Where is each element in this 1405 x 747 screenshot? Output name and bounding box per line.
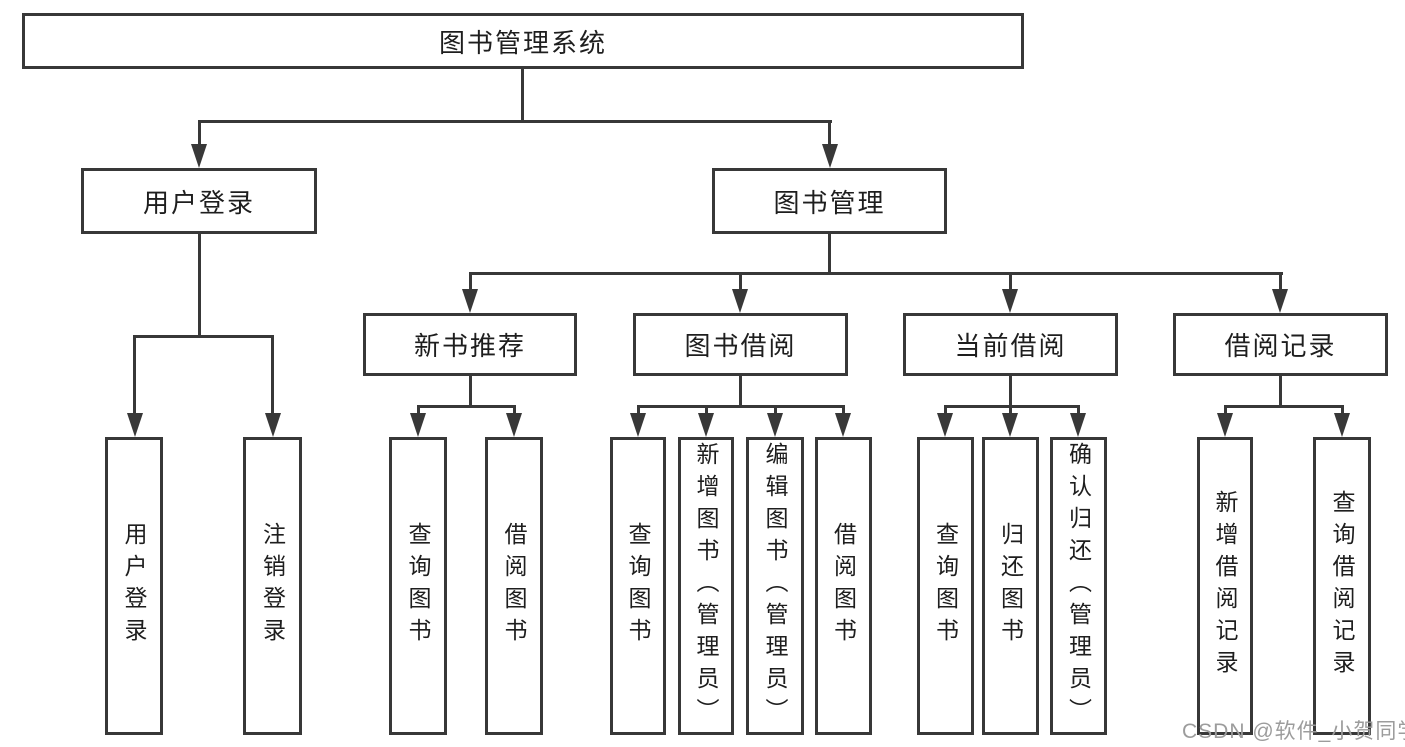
- node-user-login-label: 用户登录: [142, 187, 255, 218]
- arrowhead-down-icon: [835, 413, 851, 437]
- node-leaf-cb-return-label: 归还图书: [997, 522, 1024, 650]
- arrowhead-down-icon: [1002, 413, 1018, 437]
- node-leaf-br-add-label: 新增借阅记录: [1212, 490, 1238, 682]
- connector-borrow-records-stem: [1279, 376, 1282, 405]
- connector-current-borrow-stem: [1009, 376, 1012, 405]
- node-leaf-rec-borrow-label: 借阅图书: [501, 522, 527, 650]
- connector-user-login-stem: [198, 233, 201, 335]
- node-leaf-br-query-label: 查询借阅记录: [1329, 490, 1355, 682]
- arrowhead-down-icon: [462, 289, 478, 313]
- arrowhead-down-icon: [1217, 413, 1233, 437]
- arrowhead-down-icon: [265, 413, 281, 437]
- connector-drop-cb-query: [944, 405, 947, 415]
- node-leaf-bb-edit-label: 编辑图书（管理员）: [762, 442, 788, 730]
- arrowhead-down-icon: [1334, 413, 1350, 437]
- connector-root-crossbar: [198, 120, 832, 123]
- node-user-login: 用户登录: [81, 168, 317, 234]
- node-book-mgmt-label: 图书管理: [773, 187, 886, 218]
- connector-root-stem: [521, 69, 524, 120]
- connector-drop-bb-edit: [774, 405, 777, 415]
- arrowhead-down-icon: [127, 413, 143, 437]
- connector-drop-br-query: [1341, 405, 1344, 415]
- node-current-borrow: 当前借阅: [903, 313, 1118, 376]
- node-leaf-bb-query-label: 查询图书: [625, 522, 651, 650]
- connector-drop-logout-leaf: [271, 335, 274, 413]
- node-leaf-bb-add-label: 新增图书（管理员）: [693, 442, 719, 730]
- connector-drop-new-book-rec: [469, 272, 472, 292]
- connector-drop-bb-query: [637, 405, 640, 415]
- connector-book-borrow-crossbar: [637, 405, 844, 408]
- node-book-borrow-label: 图书借阅: [684, 331, 797, 361]
- node-leaf-bb-borrow-label: 借阅图书: [830, 522, 857, 650]
- connector-borrow-records-crossbar: [1224, 405, 1343, 408]
- node-new-book-rec-label: 新书推荐: [413, 331, 526, 361]
- node-leaf-user-login-label: 用户登录: [121, 522, 147, 650]
- arrowhead-down-icon: [506, 413, 522, 437]
- node-leaf-br-add: 新增借阅记录: [1197, 437, 1253, 735]
- node-leaf-rec-query-label: 查询图书: [405, 522, 431, 650]
- connector-drop-bb-add: [705, 405, 708, 415]
- arrowhead-down-icon: [191, 144, 207, 168]
- connector-drop-current-borrow: [1009, 272, 1012, 292]
- node-leaf-logout: 注销登录: [243, 437, 302, 735]
- node-leaf-br-query: 查询借阅记录: [1313, 437, 1371, 735]
- node-leaf-bb-edit: 编辑图书（管理员）: [746, 437, 804, 735]
- connector-book-mgmt-crossbar: [469, 272, 1283, 275]
- arrowhead-down-icon: [1070, 413, 1086, 437]
- node-borrow-records: 借阅记录: [1173, 313, 1388, 376]
- connector-drop-book-mgmt: [828, 120, 831, 146]
- node-leaf-bb-query: 查询图书: [610, 437, 666, 735]
- connector-book-borrow-stem: [739, 376, 742, 405]
- node-root-label: 图书管理系统: [438, 27, 607, 58]
- csdn-watermark: CSDN @软件_小贺同学: [1182, 720, 1405, 743]
- node-root: 图书管理系统: [22, 13, 1024, 69]
- node-leaf-cb-return: 归还图书: [982, 437, 1039, 735]
- arrowhead-down-icon: [630, 413, 646, 437]
- node-leaf-rec-query: 查询图书: [389, 437, 447, 735]
- node-leaf-bb-borrow: 借阅图书: [815, 437, 872, 735]
- node-book-borrow: 图书借阅: [633, 313, 848, 376]
- arrowhead-down-icon: [698, 413, 714, 437]
- node-leaf-bb-add: 新增图书（管理员）: [678, 437, 734, 735]
- node-new-book-rec: 新书推荐: [363, 313, 577, 376]
- connector-drop-rec-borrow: [513, 405, 516, 415]
- connector-drop-user-login: [198, 120, 201, 146]
- node-leaf-cb-query: 查询图书: [917, 437, 974, 735]
- arrowhead-down-icon: [822, 144, 838, 168]
- node-book-mgmt: 图书管理: [712, 168, 947, 234]
- arrowhead-down-icon: [732, 289, 748, 313]
- connector-drop-cb-confirm: [1077, 405, 1080, 415]
- arrowhead-down-icon: [1272, 289, 1288, 313]
- connector-new-book-rec-stem: [469, 376, 472, 405]
- node-current-borrow-label: 当前借阅: [954, 331, 1067, 361]
- node-leaf-cb-query-label: 查询图书: [932, 522, 959, 650]
- arrowhead-down-icon: [410, 413, 426, 437]
- node-leaf-rec-borrow: 借阅图书: [485, 437, 543, 735]
- arrowhead-down-icon: [767, 413, 783, 437]
- connector-new-book-rec-crossbar: [417, 405, 515, 408]
- connector-drop-br-add: [1224, 405, 1227, 415]
- connector-user-login-crossbar: [133, 335, 274, 338]
- arrowhead-down-icon: [937, 413, 953, 437]
- node-leaf-user-login: 用户登录: [105, 437, 163, 735]
- connector-drop-book-borrow: [739, 272, 742, 292]
- connector-book-mgmt-stem: [828, 234, 831, 272]
- node-leaf-logout-label: 注销登录: [259, 522, 286, 650]
- node-borrow-records-label: 借阅记录: [1224, 331, 1337, 361]
- node-leaf-cb-confirm-label: 确认归还（管理员）: [1065, 442, 1092, 730]
- connector-drop-cb-return: [1009, 405, 1012, 415]
- connector-drop-rec-query: [417, 405, 420, 415]
- connector-drop-login-leaf: [133, 335, 136, 413]
- node-leaf-cb-confirm: 确认归还（管理员）: [1050, 437, 1107, 735]
- connector-drop-borrow-records: [1279, 272, 1282, 292]
- arrowhead-down-icon: [1002, 289, 1018, 313]
- connector-drop-bb-borrow: [842, 405, 845, 415]
